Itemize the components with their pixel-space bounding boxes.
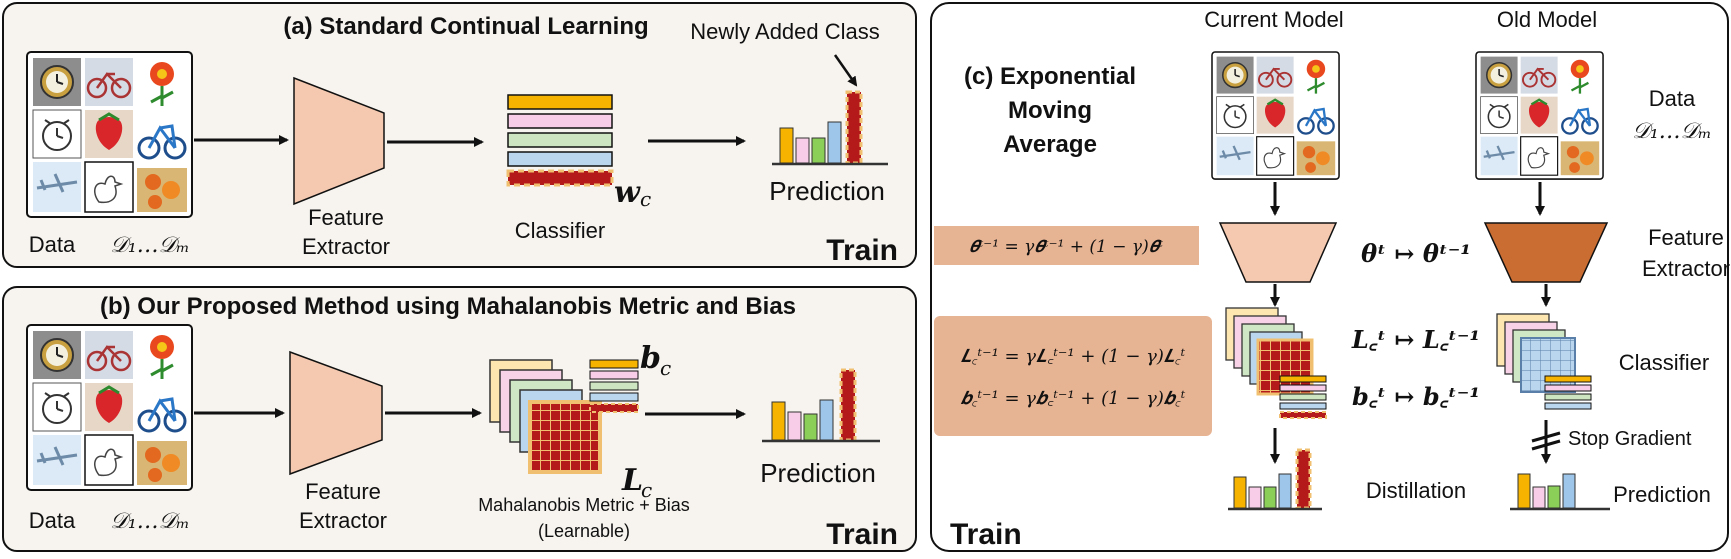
old-prediction-bars: [1510, 473, 1610, 511]
weight-subscript: c: [640, 187, 651, 211]
metric-ema-equation: 𝑳꜀ᵗ⁻¹ = γ𝑳꜀ᵗ⁻¹ + (1 − γ)𝑳꜀ᵗ: [961, 346, 1186, 367]
extractor-label-line1: Feature: [1648, 225, 1724, 250]
distillation-label: Distillation: [1366, 478, 1466, 503]
current-model-label: Current Model: [1204, 7, 1343, 32]
prediction-bars: [772, 90, 888, 166]
current-feature-extractor: [1218, 222, 1338, 283]
bias-symbol: 𝒃: [640, 341, 661, 376]
newly-added-class-callout: Newly Added Class: [690, 19, 880, 44]
metric-symbol: 𝑳: [621, 463, 643, 498]
panel-a-frame: [2, 2, 917, 268]
old-model-label: Old Model: [1497, 7, 1597, 32]
current-model-image-grid: [1210, 50, 1341, 181]
metric-caption-line1: Mahalanobis Metric + Bias: [478, 495, 690, 515]
panel-a-title: (a) Standard Continual Learning: [283, 13, 648, 40]
current-bias-vectors: [1279, 375, 1327, 419]
new-class-bar: [845, 90, 863, 165]
data-label: Data: [1649, 86, 1696, 111]
prediction-label: Prediction: [760, 458, 876, 488]
dataset-label: 𝒟₁…𝒟ₘ: [1632, 119, 1711, 144]
prediction-label: Prediction: [1613, 482, 1711, 507]
dataset-label: 𝒟₁…𝒟ₘ: [110, 509, 189, 534]
current-metric-stack: [1225, 307, 1314, 396]
mahalanobis-metric-stack: [489, 359, 602, 474]
callout-arrow: [833, 54, 858, 87]
data-image-grid: [25, 323, 194, 492]
metric-caption-line2: (Learnable): [538, 521, 630, 541]
data-image-grid: [25, 50, 194, 219]
feature-extractor-shape: [293, 76, 385, 206]
stop-gradient-label: Stop Gradient: [1568, 428, 1692, 450]
theta-mapping: 𝜽ᵗ ↦ 𝜽ᵗ⁻¹: [1361, 239, 1471, 268]
old-model-image-grid: [1474, 50, 1605, 181]
old-bias-vectors: [1544, 375, 1592, 410]
new-class-weight-row: [506, 169, 614, 187]
ema-title-line2: Moving: [1008, 97, 1092, 124]
bias-vectors: [589, 359, 639, 413]
theta-equation-box: [934, 226, 1199, 265]
old-feature-extractor: [1483, 222, 1609, 283]
bias-ema-equation: 𝒃꜀ᵗ⁻¹ = γ𝒃꜀ᵗ⁻¹ + (1 − γ)𝒃꜀ᵗ: [961, 388, 1186, 409]
bias-mapping: 𝒃꜀ᵗ ↦ 𝒃꜀ᵗ⁻¹: [1352, 382, 1480, 411]
theta-ema-equation: 𝜽ᵗ⁻¹ = γ𝜽ᵗ⁻¹ + (1 − γ)𝜽ᵗ: [969, 237, 1164, 257]
metric-mapping: 𝑳꜀ᵗ ↦ 𝑳꜀ᵗ⁻¹: [1351, 325, 1480, 354]
metric-subscript: c: [641, 478, 652, 502]
train-label: Train: [826, 518, 898, 551]
panel-b: (b) Our Proposed Method using Mahalanobi…: [2, 286, 917, 552]
extractor-label-line2: Extractor: [299, 508, 387, 533]
ema-title-line1: (c) Exponential: [964, 63, 1136, 90]
metric-matrix: [528, 400, 602, 474]
extractor-label-line1: Feature: [305, 479, 381, 504]
extractor-label-line2: Extractor: [302, 234, 390, 259]
weight-symbol: 𝒘: [614, 175, 641, 210]
extractor-label-line1: Feature: [308, 205, 384, 230]
classifier-label: Classifier: [515, 218, 605, 243]
old-metric-stack: [1496, 313, 1576, 393]
param-equation-box: [934, 316, 1212, 436]
panel-c: Current Model Old Model (c) Exponential …: [930, 2, 1730, 552]
data-label: Data: [29, 232, 76, 257]
classifier-label: Classifier: [1619, 350, 1709, 375]
extractor-label-line2: Extractor: [1642, 256, 1730, 281]
prediction-label: Prediction: [769, 176, 885, 206]
panel-b-frame: [2, 286, 917, 552]
data-label: Data: [29, 508, 76, 533]
stop-gradient-marks: [1531, 431, 1561, 451]
ema-title-line3: Average: [1003, 131, 1097, 158]
panel-b-title: (b) Our Proposed Method using Mahalanobi…: [100, 293, 796, 320]
train-label: Train: [826, 234, 898, 267]
dataset-label: 𝒟₁…𝒟ₘ: [110, 233, 189, 258]
bias-subscript: c: [660, 356, 671, 380]
feature-extractor-shape: [289, 350, 383, 476]
train-label: Train: [950, 518, 1022, 551]
prediction-bars: [762, 368, 880, 443]
panel-a: (a) Standard Continual Learning Newly Ad…: [2, 2, 917, 268]
distillation-bars: [1228, 448, 1322, 511]
classifier-weights: [506, 94, 614, 187]
